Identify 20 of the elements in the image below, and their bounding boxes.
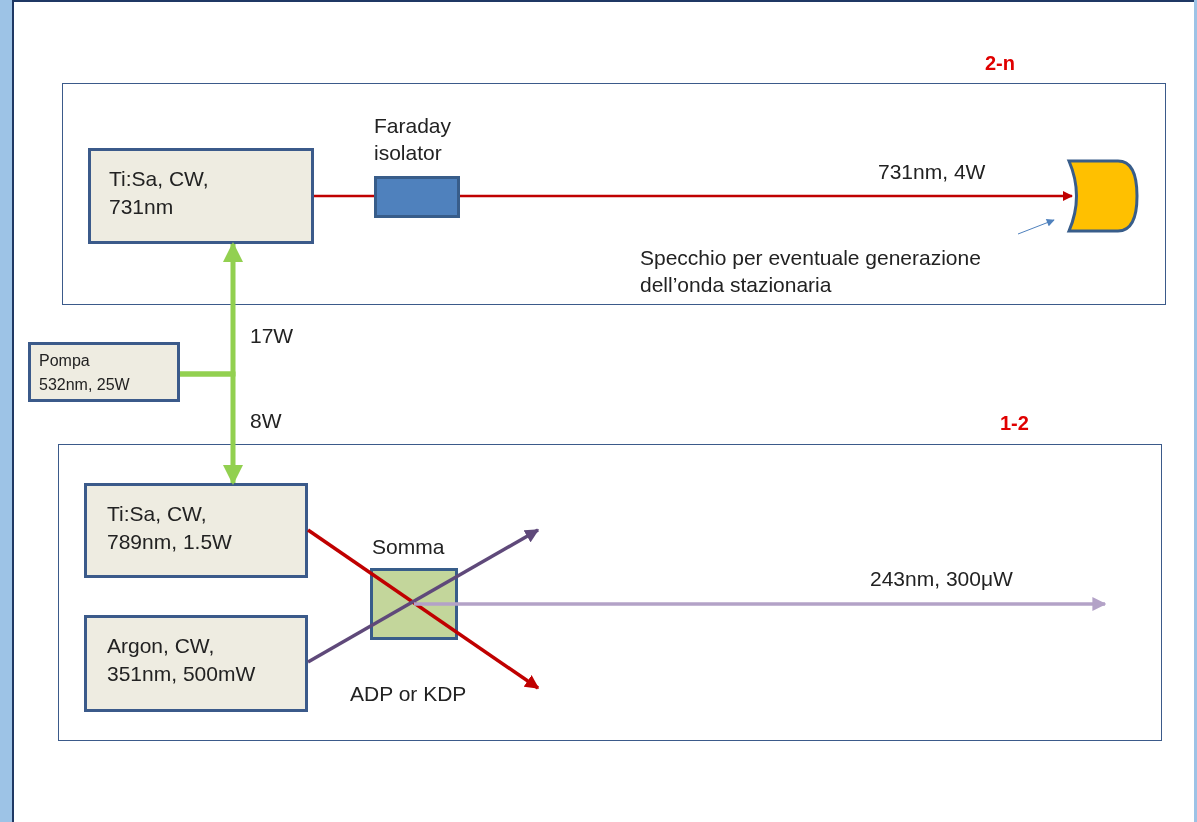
- edge-label: 731nm, 4W: [878, 159, 986, 185]
- beam-arrow: [307, 528, 540, 690]
- beam-arrow: [180, 371, 243, 485]
- edge-label: 17W: [250, 323, 294, 349]
- component-label: Faraday isolator: [374, 113, 453, 166]
- edge-label: 243nm, 300μW: [870, 566, 1013, 592]
- crystal-caption: ADP or KDP: [350, 681, 468, 707]
- leader-arrow: [1017, 218, 1055, 235]
- beam-arrow: [414, 597, 1107, 611]
- laser-box: Argon, CW, 351nm, 500mW: [84, 615, 308, 712]
- laser-box: Ti:Sa, CW, 789nm, 1.5W: [84, 483, 308, 578]
- laser-box: Ti:Sa, CW, 731nm: [88, 148, 314, 244]
- section-heading: 1-2: [1000, 411, 1029, 436]
- laser-box: Pompa 532nm, 25W: [28, 342, 180, 402]
- edge-label: 8W: [250, 408, 282, 434]
- section-heading: 2-n: [985, 51, 1015, 76]
- beam-arrow: [307, 528, 540, 664]
- annotation-text: Specchio per eventuale generazione dell’onda stazionaria: [640, 244, 1060, 298]
- beam-arrow: [460, 191, 1073, 201]
- component-label: Somma: [372, 534, 446, 560]
